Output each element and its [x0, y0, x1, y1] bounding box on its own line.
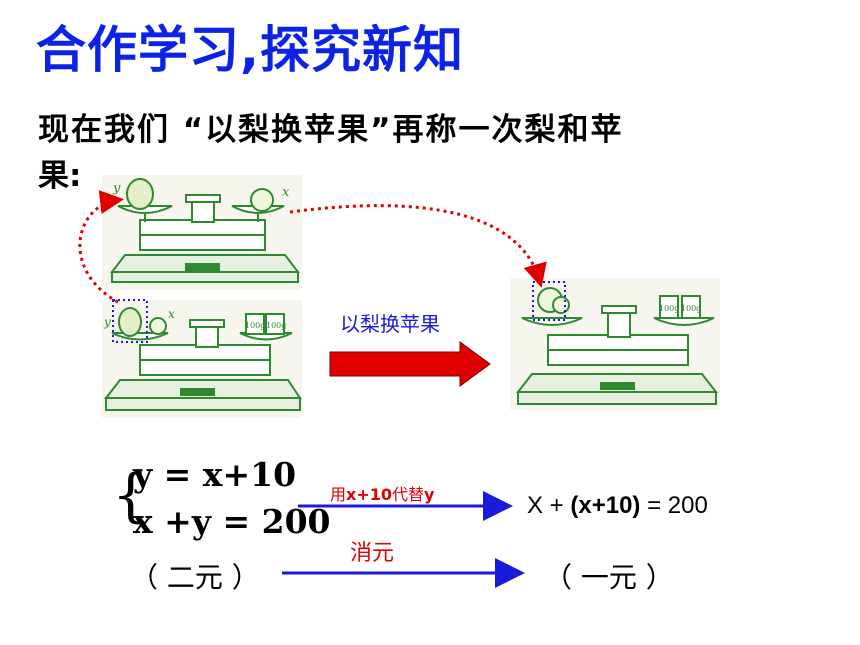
pear-highlight-box — [112, 299, 148, 343]
system-brace: { — [112, 461, 149, 529]
scale2-x-label: x — [168, 307, 175, 321]
one-variable-label: （ 一元 ） — [544, 561, 674, 594]
scale2-y-label: y — [103, 315, 111, 329]
dotted-path-left — [78, 190, 124, 304]
intro-line-1: 现在我们 “以梨换苹果”再称一次梨和苹 — [38, 112, 624, 148]
equation-1: y = x+10 — [133, 455, 297, 494]
scale2-weight-label-1: 100g — [245, 321, 265, 330]
scale-bottom-left — [102, 300, 302, 418]
result-equation: X + (x+10) = 200 — [527, 492, 708, 519]
page-title: 合作学习,探究新知 — [36, 21, 464, 79]
scale-top-left — [102, 175, 302, 290]
elimination-label: 消元 — [350, 541, 395, 566]
scale2-weight-label-2: 100g — [266, 321, 286, 330]
exchange-label: 以梨换苹果 — [340, 312, 440, 336]
scale3-weight-label-2: 100g — [681, 304, 701, 313]
scale1-x-label: x — [282, 185, 290, 200]
scale-right — [510, 278, 720, 410]
intro-line-2: 果: — [38, 158, 82, 194]
big-red-arrow — [329, 341, 491, 387]
apple-highlight-box — [532, 281, 566, 321]
two-variable-label: （ 二元 ） — [130, 561, 260, 594]
equation-2: x +y = 200 — [133, 502, 331, 541]
dotted-path-right — [289, 204, 547, 288]
scale1-y-label: y — [112, 181, 121, 196]
scale3-weight-label-1: 100g — [659, 304, 679, 313]
substitution-label: 用x+10代替y — [330, 485, 435, 504]
